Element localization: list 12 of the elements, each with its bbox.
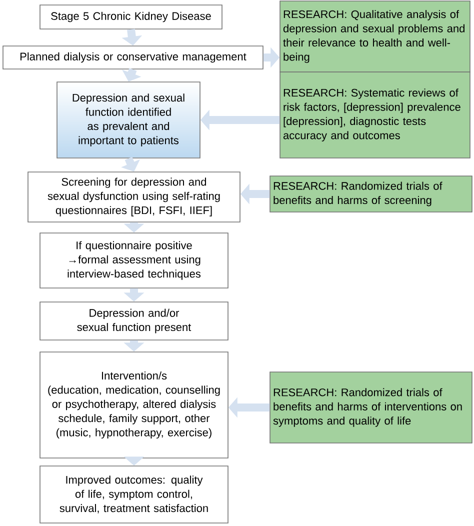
research-box: RESEARCH: Systematic reviews of risk factors, [depression] prevalence [depression], diagnostic tests accuracy and outcomes: [280, 72, 470, 158]
process-box: If questionnaire positive →formal assessment using interview-based techniques: [40, 232, 228, 288]
process-box: Improved outcomes: quality of life, symptom control, survival, treatment satisfaction: [40, 466, 228, 524]
process-box: Depression and/or sexual function present: [40, 302, 228, 340]
process-box: Planned dialysis or conservative management: [2, 46, 264, 70]
process-box: Screening for depression and sexual dysfunction using self-rating questionnaires [BDI, FSFI, IIEF]: [28, 172, 240, 222]
highlighted-box: Depression and sexual function identified as prevalent and important to patients: [56, 82, 200, 158]
research-box: RESEARCH: Randomized trials of benefits and harms of interventions on symptoms and quality of life: [270, 372, 472, 444]
research-box: RESEARCH: Qualitative analysis of depression and sexual problems and their relevance to health and well-being: [280, 0, 470, 72]
process-box: Stage 5 Chronic Kidney Disease: [40, 4, 222, 30]
research-box: RESEARCH: Randomized trials of benefits and harms of screening: [270, 176, 472, 212]
process-box: Intervention/s (education, medication, counselling or psychotherapy, altered dialysis schedule, family support, other (music, hypnotherapy, exercise): [40, 352, 228, 458]
